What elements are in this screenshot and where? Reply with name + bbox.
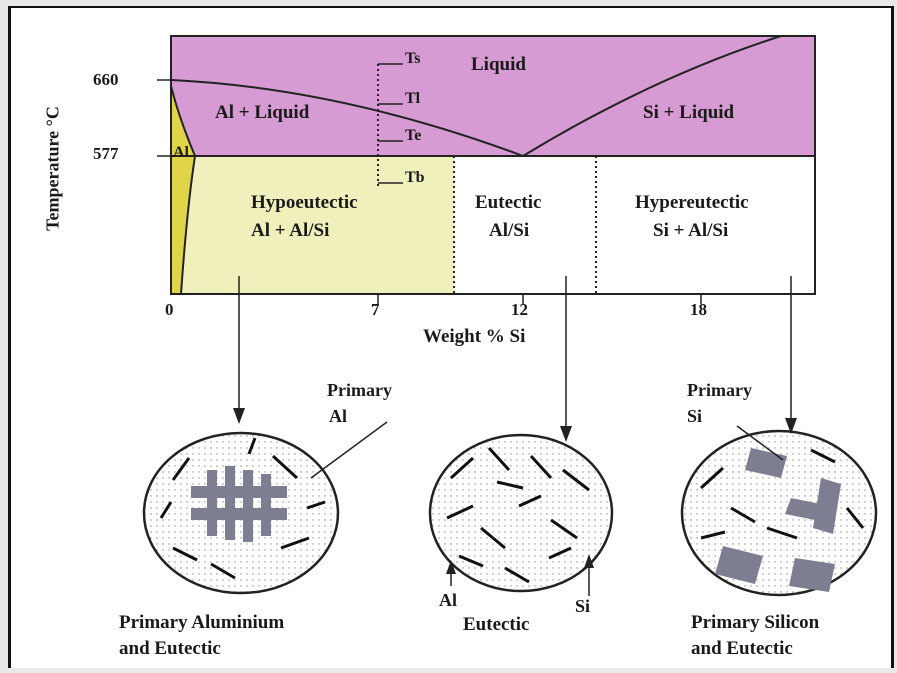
caption-left-1: Primary Aluminium <box>119 612 284 634</box>
eutectic-title: Eutectic <box>475 192 541 214</box>
primary-si-title: Primary <box>687 380 752 401</box>
x-tick-7: 7 <box>371 300 380 320</box>
primary-al-sub: Al <box>329 406 347 427</box>
hypoeutectic-title: Hypoeutectic <box>251 192 358 214</box>
x-tick-18: 18 <box>690 300 707 320</box>
hypereutectic-title: Hypereutectic <box>635 192 749 214</box>
caption-right-1: Primary Silicon <box>691 612 819 634</box>
micro-primary-si <box>682 431 876 595</box>
y-tick-660: 660 <box>93 70 119 90</box>
micro-primary-al <box>144 433 338 593</box>
label-al: Al <box>173 144 189 162</box>
label-liquid: Liquid <box>471 54 526 76</box>
x-tick-12: 12 <box>511 300 528 320</box>
diagram-frame: Temperature °C 660 577 0 7 12 18 Weight … <box>8 6 894 668</box>
hypoeutectic-sub: Al + Al/Si <box>251 220 329 242</box>
caption-right-2: and Eutectic <box>691 638 793 660</box>
primary-al-title: Primary <box>327 380 392 401</box>
x-axis-label: Weight % Si <box>423 326 525 348</box>
eutectic-sub: Al/Si <box>489 220 529 242</box>
y-tick-577: 577 <box>93 144 119 164</box>
label-ts: Ts <box>405 50 420 68</box>
si-arrow-label: Si <box>575 596 590 617</box>
label-tl: Tl <box>405 90 420 108</box>
hypereutectic-sub: Si + Al/Si <box>653 220 728 242</box>
label-tb: Tb <box>405 169 425 187</box>
arrow-hypo-head <box>233 408 245 424</box>
al-arrow-label: Al <box>439 590 457 611</box>
primary-al-pointer <box>311 422 387 478</box>
label-te: Te <box>405 127 421 145</box>
arrow-eutectic-head <box>560 426 572 442</box>
label-al-liquid: Al + Liquid <box>215 102 309 124</box>
x-tick-0: 0 <box>165 300 174 320</box>
caption-left-2: and Eutectic <box>119 638 221 660</box>
primary-si-sub: Si <box>687 406 702 427</box>
y-axis-label: Temperature °C <box>43 99 64 239</box>
label-si-liquid: Si + Liquid <box>643 102 734 124</box>
caption-mid: Eutectic <box>463 614 529 636</box>
